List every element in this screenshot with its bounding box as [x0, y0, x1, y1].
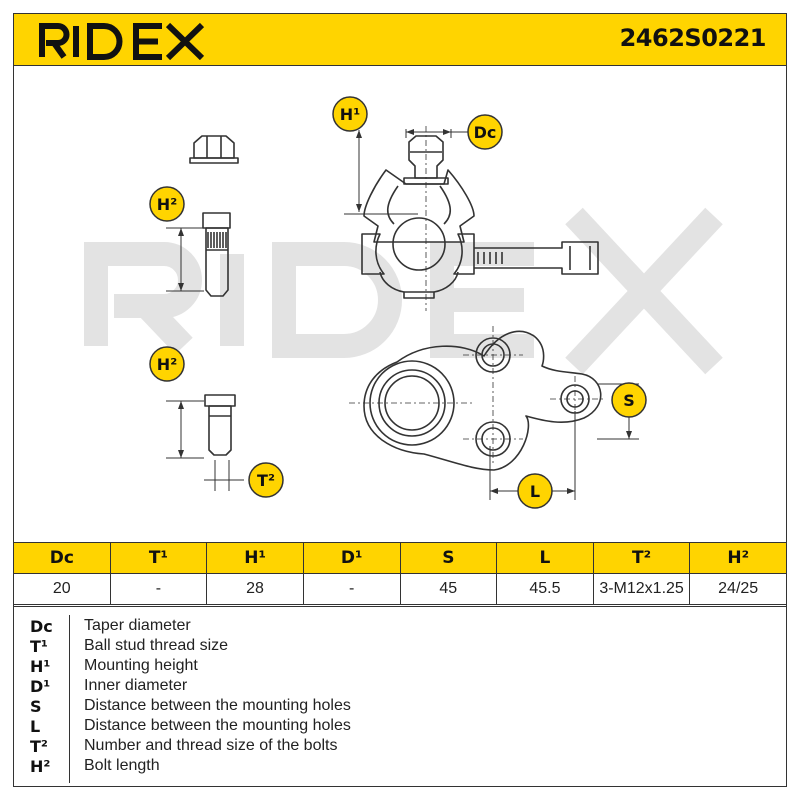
legend-abbr: L	[30, 717, 41, 736]
ball-joint-side-view	[361, 135, 599, 299]
legend-abbr: D¹	[30, 677, 51, 696]
callout-h2-top-label: H²	[157, 195, 177, 214]
specs-header-row: Dc T¹ H¹ D¹ S L T² H²	[13, 542, 787, 574]
specs-value-row: 20 - 28 - 45 45.5 3-M12x1.25 24/25	[13, 573, 787, 605]
callout-t2: T²	[248, 462, 284, 498]
value-cell: -	[109, 573, 208, 605]
callout-h2-bottom-label: H²	[157, 355, 177, 374]
legend-abbr: S	[30, 697, 42, 716]
legend-desc: Inner diameter	[84, 677, 188, 694]
legend-item: Dc Taper diameter	[14, 617, 786, 637]
legend-item: S Distance between the mounting holes	[14, 697, 786, 717]
legend-item: H¹ Mounting height	[14, 657, 786, 677]
header-cell: T¹	[109, 542, 208, 574]
value-cell: 45.5	[496, 573, 594, 605]
callout-s-label: S	[623, 391, 635, 410]
header-cell: H²	[689, 542, 787, 574]
legend-abbr: T¹	[30, 637, 48, 656]
header-cell: H¹	[206, 542, 304, 574]
callout-h2-bottom: H²	[149, 346, 185, 382]
value-cell: 45	[399, 573, 498, 605]
legend-abbr: H²	[30, 757, 51, 776]
legend-item: T² Number and thread size of the bolts	[14, 737, 786, 757]
value-cell: 28	[206, 573, 304, 605]
header-cell: D¹	[302, 542, 401, 574]
callout-h1-label: H¹	[340, 105, 360, 124]
ball-joint-top-view	[363, 330, 602, 471]
legend-desc: Bolt length	[84, 757, 160, 774]
legend-desc: Mounting height	[84, 657, 198, 674]
legend-item: D¹ Inner diameter	[14, 677, 786, 697]
nut-drawing	[189, 135, 239, 164]
legend-desc: Distance between the mounting holes	[84, 717, 351, 734]
callout-h1: H¹	[332, 96, 368, 132]
callout-l: L	[517, 473, 553, 509]
legend-item: L Distance between the mounting holes	[14, 717, 786, 737]
lower-bolt-drawing	[204, 394, 236, 456]
header-bar: 2462S0221	[13, 13, 787, 66]
ridex-logo	[39, 22, 205, 60]
dimension-lines	[166, 129, 639, 500]
header-cell: L	[496, 542, 594, 574]
legend-abbr: Dc	[30, 617, 53, 636]
upper-bolt-drawing	[202, 212, 231, 297]
legend-desc: Ball stud thread size	[84, 637, 229, 654]
value-cell: 20	[13, 573, 111, 605]
callout-l-label: L	[530, 482, 540, 501]
legend-box: Dc Taper diameter T¹ Ball stud thread si…	[13, 606, 787, 787]
center-lines	[349, 126, 604, 466]
technical-drawing: H¹ Dc H² H² S L T²	[84, 96, 723, 509]
value-cell: 3-M12x1.25	[592, 573, 691, 605]
value-cell: -	[302, 573, 401, 605]
legend-divider	[69, 615, 70, 783]
header-cell: T²	[592, 542, 691, 574]
value-cell: 24/25	[689, 573, 787, 605]
callout-dc: Dc	[467, 114, 503, 150]
legend-desc: Number and thread size of the bolts	[84, 737, 338, 754]
legend-item: H² Bolt length	[14, 757, 786, 777]
callout-h2-top: H²	[149, 186, 185, 222]
callout-s: S	[611, 382, 647, 418]
legend-desc: Taper diameter	[84, 617, 191, 634]
legend-abbr: T²	[30, 737, 48, 756]
part-number: 2462S0221	[619, 24, 767, 52]
legend-item: T¹ Ball stud thread size	[14, 637, 786, 657]
header-cell: Dc	[13, 542, 111, 574]
specs-table: Dc T¹ H¹ D¹ S L T² H² 20 - 28 - 45 45.5 …	[13, 542, 787, 605]
callout-dc-label: Dc	[474, 123, 497, 142]
callout-t2-label: T²	[257, 471, 275, 490]
header-cell: S	[399, 542, 498, 574]
legend-abbr: H¹	[30, 657, 51, 676]
legend-desc: Distance between the mounting holes	[84, 697, 351, 714]
